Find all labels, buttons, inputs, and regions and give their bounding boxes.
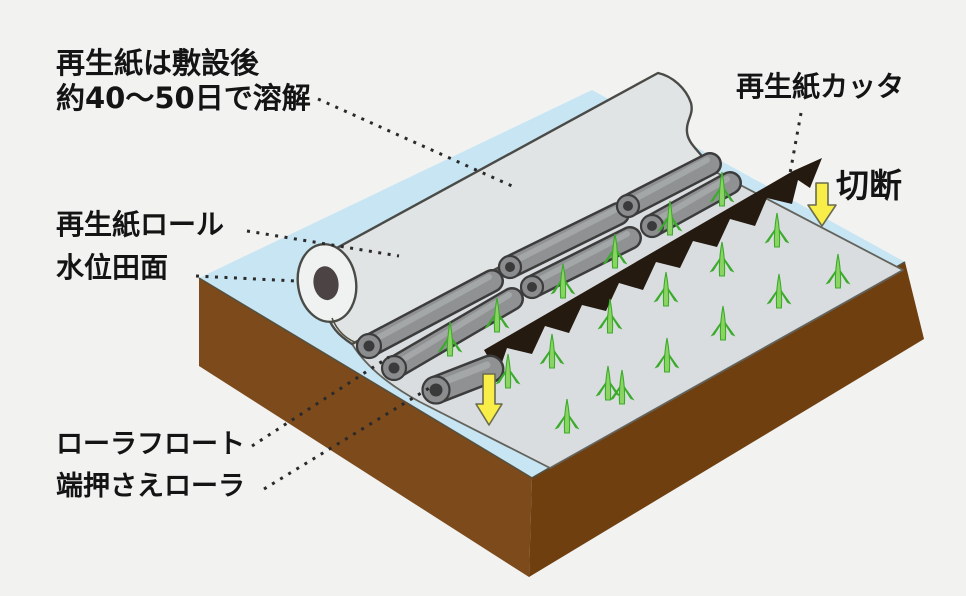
leader-paper-roll <box>246 229 400 258</box>
soil-left-face <box>199 278 532 577</box>
roller-tube <box>615 152 722 219</box>
paper-roll-core <box>313 266 339 301</box>
roller-floats <box>355 152 742 382</box>
edge-press-roller <box>421 354 505 405</box>
label-cut: 切断 <box>836 166 902 205</box>
leader-water-level <box>195 274 297 283</box>
roller-tube <box>355 269 504 360</box>
soil-right-face <box>529 262 924 577</box>
label-dissolve-line1: 再生紙は敷設後 <box>56 46 260 80</box>
leader-lines <box>195 97 803 491</box>
label-dissolve-line2: 約40〜50日で溶解 <box>56 81 311 116</box>
roller-tube <box>639 171 742 239</box>
label-dissolve-note: 再生紙は敷設後 約40〜50日で溶解 <box>56 46 311 117</box>
label-water-level: 水位田面 <box>56 251 169 284</box>
label-paper-roll: 再生紙ロール <box>56 208 225 241</box>
label-edge-roller: 端押さえローラ <box>56 471 245 502</box>
cut-down-arrow-icon <box>807 182 837 227</box>
label-paper-cutter: 再生紙カッタ <box>736 70 905 103</box>
press-down-arrow-icon <box>475 373 503 426</box>
leader-cutter <box>787 112 803 180</box>
leader-dissolve <box>317 97 513 188</box>
roller-tube <box>497 202 630 280</box>
leader-edge-roller <box>263 385 432 491</box>
roller-tube <box>380 287 524 382</box>
paper-cutter-blade <box>484 158 822 374</box>
paper-roll <box>296 243 358 323</box>
label-roller-float: ローラフロート <box>56 429 245 460</box>
paper-drape-sheet <box>298 71 707 346</box>
